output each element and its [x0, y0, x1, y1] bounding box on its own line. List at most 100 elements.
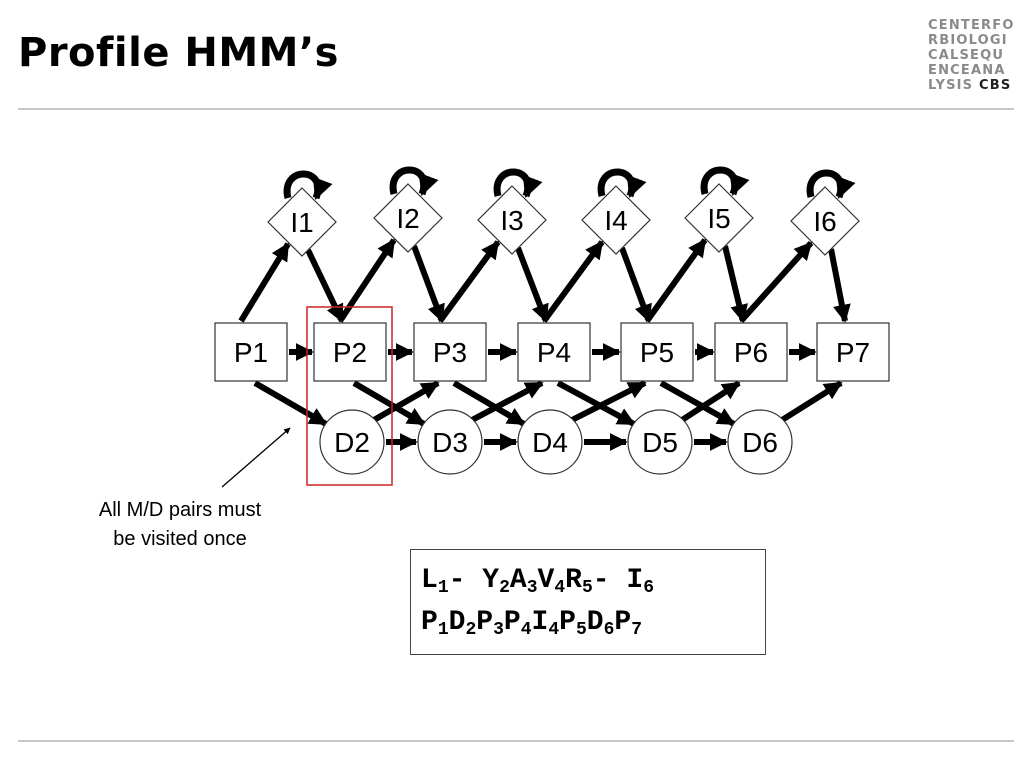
seq-char: A — [509, 565, 527, 596]
match-state-label: P5 — [640, 337, 674, 368]
seq-index: 3 — [526, 578, 538, 598]
seq-index: 4 — [554, 578, 566, 598]
delete-state-label: D2 — [334, 427, 370, 458]
delete-state-label: D3 — [432, 427, 468, 458]
logo-line: ENCEANA — [928, 63, 1006, 78]
match-state-label: P7 — [836, 337, 870, 368]
edge-match-delete — [452, 380, 526, 427]
edge-insert-selfloop — [283, 170, 333, 200]
seq-index: 6 — [603, 620, 615, 640]
delete-state-circle — [627, 409, 693, 475]
match-state-label: P6 — [734, 337, 768, 368]
insert-state-diamond — [373, 183, 443, 253]
callout-pointer — [221, 427, 291, 488]
seq-index: 4 — [520, 620, 532, 640]
delete-state-label: D6 — [742, 427, 778, 458]
edge-insert-selfloop — [806, 169, 856, 199]
insert-state-label: I6 — [813, 206, 836, 237]
edge-delete-match — [372, 380, 440, 423]
insert-state-diamond — [477, 185, 547, 255]
seq-char: P — [614, 607, 632, 638]
seq-char: - — [592, 565, 610, 596]
edge-insert-match — [828, 248, 851, 323]
seq-index: 1 — [437, 620, 449, 640]
match-state-label: P2 — [333, 337, 367, 368]
insert-state-label: I3 — [500, 205, 523, 236]
edge-delete-match — [680, 380, 741, 423]
edge-match-insert — [437, 240, 501, 323]
match-state-box — [413, 322, 487, 382]
callout-note: All M/D pairs must be visited once — [60, 496, 300, 554]
insert-state-label: I4 — [604, 205, 627, 236]
seq-char: I — [531, 607, 549, 638]
edge-match-delete — [659, 380, 736, 427]
delete-state-circle — [517, 409, 583, 475]
edge-delete-match — [780, 380, 843, 423]
seq-char: D — [448, 607, 466, 638]
insert-state-label: I2 — [396, 203, 419, 234]
seq-char: P — [421, 607, 438, 638]
edge-match-delete — [253, 380, 328, 427]
insert-state-diamond — [684, 183, 754, 253]
logo-mark: CBS — [978, 78, 1012, 93]
edge-match-insert — [644, 238, 708, 323]
edge-insert-match — [411, 244, 445, 323]
match-state-box — [620, 322, 694, 382]
seq-index: 7 — [631, 620, 642, 640]
callout-line: All M/D pairs must — [98, 499, 262, 521]
sequence-line: L1- Y2A3V4R5- I6 — [421, 560, 765, 602]
seq-char: - — [448, 565, 466, 596]
seq-index: 5 — [575, 620, 587, 640]
edge-match-insert — [337, 238, 397, 323]
edge-delete-match — [470, 380, 544, 423]
slide-title: Profile HMM’s — [18, 30, 339, 76]
edge-insert-selfloop — [700, 166, 750, 196]
edge-insert-selfloop — [389, 166, 439, 196]
cbs-logo: CENTERFO RBIOLOGI CALSEQU ENCEANA LYSIS … — [928, 18, 1018, 93]
delete-state-circle — [727, 409, 793, 475]
match-state-box — [816, 322, 890, 382]
logo-line: CALSEQU — [928, 48, 1005, 63]
logo-line: RBIOLOGI — [928, 33, 1008, 48]
edge-match-insert — [238, 242, 291, 323]
seq-char: V — [537, 565, 555, 596]
edge-insert-selfloop — [597, 168, 647, 198]
seq-index: 4 — [548, 620, 560, 640]
seq-index: 2 — [465, 620, 477, 640]
path-line: P1D2P3P4I4P5D6P7 — [421, 602, 765, 644]
edge-insert-match — [619, 246, 652, 323]
delete-state-label: D5 — [642, 427, 678, 458]
edge-match-delete — [556, 380, 636, 427]
callout-line: be visited once — [113, 528, 247, 550]
edge-insert-match — [305, 248, 345, 323]
edge-match-insert — [541, 240, 605, 323]
edge-delete-match — [570, 380, 647, 423]
delete-state-label: D4 — [532, 427, 568, 458]
seq-char: Y — [482, 565, 500, 596]
seq-index: 6 — [643, 578, 654, 598]
edge-insert-selfloop — [493, 168, 543, 198]
edge-insert-match — [515, 246, 549, 323]
delete-state-circle — [417, 409, 483, 475]
match-state-label: P4 — [537, 337, 571, 368]
logo-line-last: LYSIS CBS — [928, 78, 1018, 93]
alignment-box: L1- Y2A3V4R5- I6 P1D2P3P4I4P5D6P7 — [410, 549, 766, 655]
insert-state-label: I5 — [707, 203, 730, 234]
insert-state-label: I1 — [290, 207, 313, 238]
seq-char: P — [476, 607, 494, 638]
match-state-box — [214, 322, 288, 382]
insert-state-diamond — [581, 185, 651, 255]
highlight-box — [306, 306, 393, 486]
edge-match-delete — [352, 380, 426, 427]
insert-state-diamond — [267, 187, 337, 257]
title-divider — [18, 108, 1014, 110]
insert-state-diamond — [790, 186, 860, 256]
seq-char: L — [421, 565, 438, 596]
match-state-label: P3 — [433, 337, 467, 368]
footer-divider — [18, 740, 1014, 742]
seq-char — [610, 565, 627, 596]
seq-char: P — [559, 607, 576, 638]
seq-char: P — [503, 607, 521, 638]
match-state-box — [517, 322, 591, 382]
